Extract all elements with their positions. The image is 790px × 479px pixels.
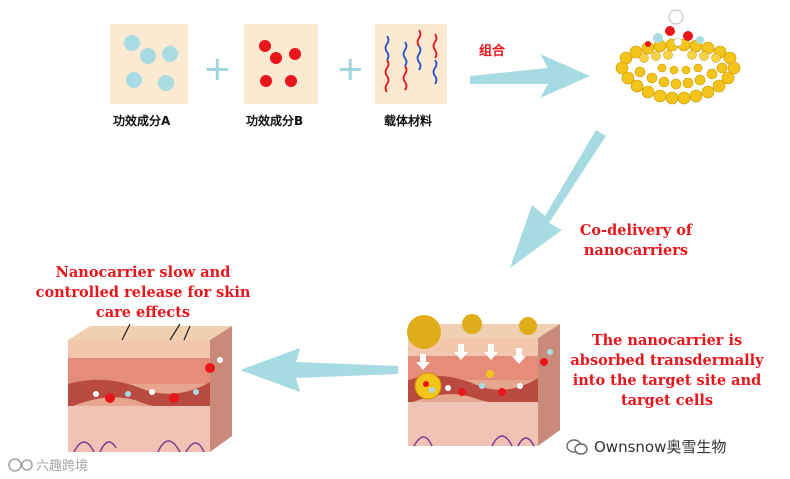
ingredient-b-panel	[244, 24, 318, 104]
logo-icon	[8, 457, 36, 473]
ingredient-a-panel	[110, 24, 188, 104]
watermark-right-text: Ownsnow奥雪生物	[594, 438, 727, 456]
skin-release-illustration	[68, 323, 232, 453]
nanocarrier-icon	[615, 9, 741, 105]
wechat-icon	[566, 438, 588, 455]
ingredient-a-dots	[124, 35, 178, 91]
ingredient-b-dots	[259, 40, 301, 87]
watermark-left: 六趣跨境	[8, 455, 88, 474]
plus-icon: +	[336, 49, 365, 89]
ingredient-b-label: 功效成分B	[246, 114, 304, 128]
absorbed-label: The nanocarrier is absorbed transdermall…	[570, 332, 764, 409]
combine-label: 组合	[479, 44, 506, 59]
plus-icon: +	[203, 49, 232, 89]
codelivery-arrow	[510, 130, 606, 268]
watermark-left-text: 六趣跨境	[36, 459, 89, 474]
skin-absorption-illustration	[407, 314, 560, 447]
watermark-right: Ownsnow奥雪生物	[566, 436, 726, 457]
ingredient-a-label: 功效成分A	[113, 114, 171, 128]
carrier-label: 载体材料	[384, 114, 433, 128]
combine-arrow	[470, 54, 590, 98]
carrier-panel	[375, 24, 447, 104]
release-label: Nanocarrier slow and controlled release …	[35, 264, 251, 321]
release-arrow	[240, 348, 398, 392]
carrier-strands	[384, 29, 438, 93]
codelivery-label: Co-delivery of nanocarriers	[579, 222, 693, 259]
